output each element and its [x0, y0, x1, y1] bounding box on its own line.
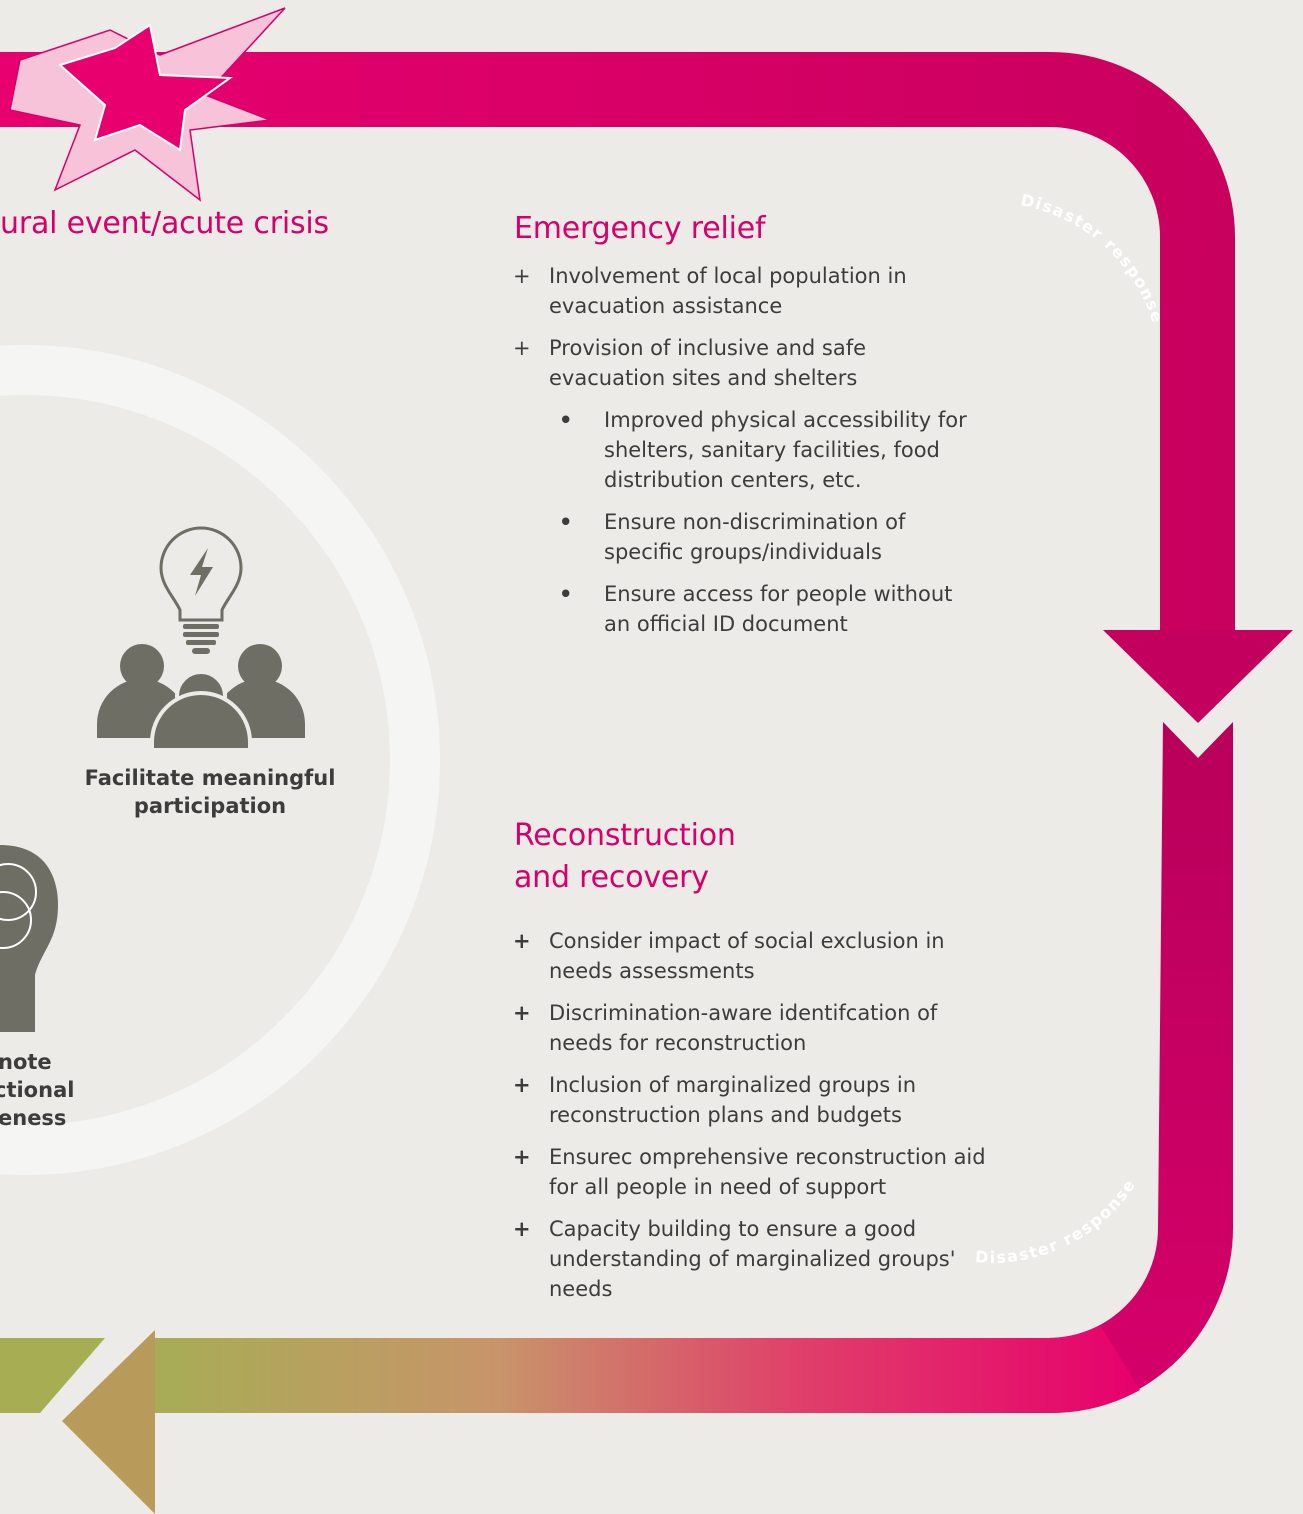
list-item: +Involvement of local population in evac…: [513, 264, 907, 318]
emergency-relief-title: Emergency relief: [514, 211, 766, 246]
participation-caption: Facilitate meaningful participation: [84, 766, 336, 818]
bottom-arrow-band: [155, 1325, 1140, 1414]
list-item: +Ensurec omprehensive reconstruction aid…: [513, 1145, 986, 1199]
list-item: +Inclusion of marginalized groups in rec…: [513, 1073, 917, 1127]
list-item: +Capacity building to ensure a good unde…: [513, 1217, 956, 1301]
reconstruction-list: +Consider impact of social exclusion in …: [513, 926, 988, 1316]
cycle-ring: [0, 345, 440, 1175]
event-title: ural event/acute crisis: [0, 206, 329, 241]
list-item: •Ensure non-discrimination of specific g…: [559, 510, 906, 564]
reconstruction-title: Reconstruction and recovery: [514, 818, 736, 895]
list-item: +Consider impact of social exclusion in …: [513, 929, 945, 983]
awareness-caption: note ctional eness: [0, 1050, 75, 1130]
list-item: +Provision of inclusive and safe evacuat…: [513, 336, 867, 390]
list-item: +Discrimination-aware identifcation of n…: [513, 1001, 938, 1055]
arrow-label-top: Disaster response: [1019, 190, 1168, 326]
arrow-label-bottom: Disaster response: [975, 1175, 1140, 1267]
list-item: •Improved physical accessibility for she…: [559, 408, 967, 492]
head-venn-icon: [0, 845, 58, 1032]
people-lightbulb-icon: [97, 526, 305, 752]
arrow-head-down: [1103, 630, 1293, 723]
list-item: •Ensure access for people without an off…: [559, 582, 953, 636]
emergency-relief-list: +Involvement of local population in evac…: [513, 261, 983, 651]
arrow-head-left: [62, 1330, 155, 1514]
